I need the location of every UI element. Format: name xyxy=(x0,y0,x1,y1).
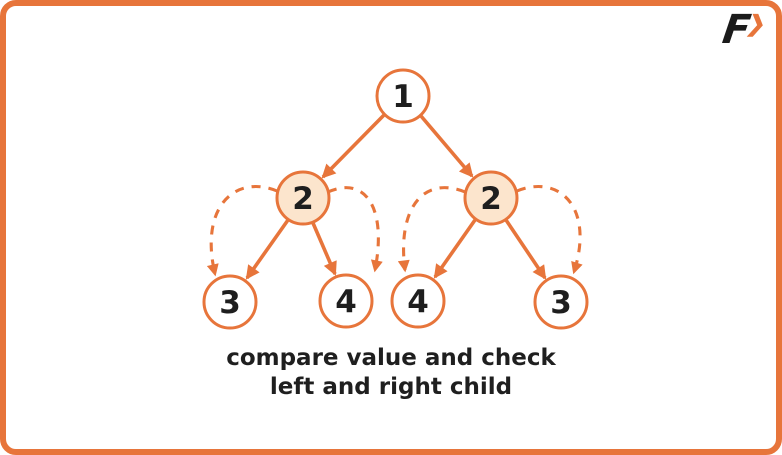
dashed-arc-right-to-left-child xyxy=(397,186,466,273)
edge-left-to-left-left xyxy=(245,218,290,280)
tree-node-right: 2 xyxy=(463,170,519,226)
node-label: 4 xyxy=(407,284,429,320)
edge-root-to-right xyxy=(419,114,474,178)
tree-node-right-right: 3 xyxy=(533,274,589,330)
tree-node-left-left: 3 xyxy=(202,274,258,330)
node-label: 4 xyxy=(335,284,357,320)
node-label: 3 xyxy=(550,285,572,321)
binary-tree-figure: 1 2 2 3 4 4 3 xyxy=(202,68,589,330)
diagram-caption: compare value and check left and right c… xyxy=(6,344,776,402)
caption-line-2: left and right child xyxy=(269,374,513,400)
logo-chevron-icon: ❯ xyxy=(745,11,764,36)
node-label: 2 xyxy=(480,181,502,217)
dashed-arc-left-to-left-child xyxy=(206,185,278,277)
brand-logo: F ❯ xyxy=(720,7,764,53)
tree-node-root: 1 xyxy=(375,68,431,124)
edge-right-to-right-right xyxy=(504,218,547,280)
node-label: 3 xyxy=(219,285,241,321)
tree-node-right-left: 4 xyxy=(390,273,446,329)
tree-node-left: 2 xyxy=(275,170,331,226)
dashed-arc-left-to-right-child xyxy=(327,186,383,273)
node-label: 1 xyxy=(392,79,414,115)
node-label: 2 xyxy=(292,181,314,217)
tree-node-left-right: 4 xyxy=(318,273,374,329)
edge-right-to-right-left xyxy=(433,218,477,279)
dashed-arc-right-to-right-child xyxy=(516,185,583,275)
caption-line-1: compare value and check xyxy=(226,345,556,371)
edge-left-to-left-right xyxy=(311,222,337,276)
edge-root-to-left xyxy=(321,113,386,179)
